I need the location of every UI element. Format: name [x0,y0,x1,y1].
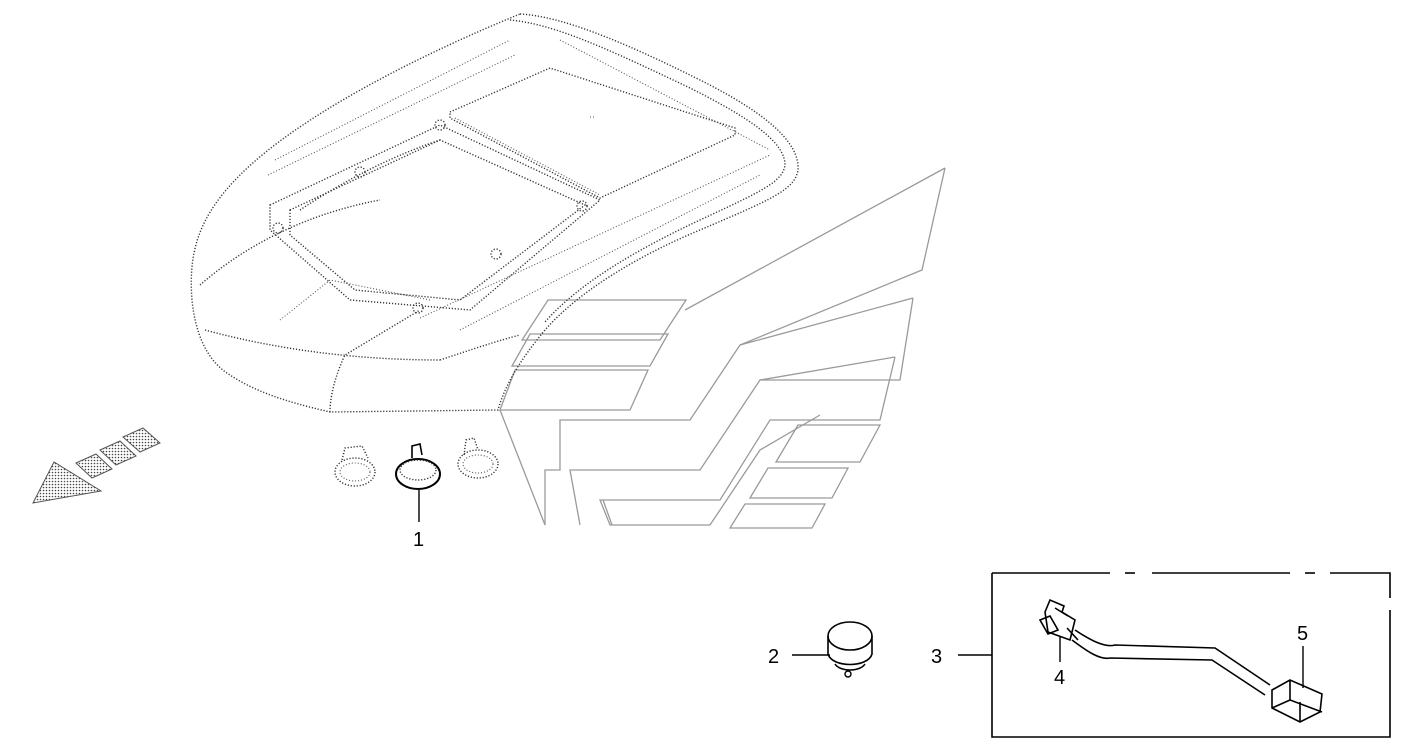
callout-3: 3 [931,646,942,668]
connector-b [1271,679,1323,723]
wiring-harness [1066,627,1271,696]
leader-lines [418,490,1304,688]
roof-housing [190,13,799,413]
lamp-right [457,437,499,479]
clamp [827,621,873,678]
callout-4: 4 [1054,667,1065,689]
lamp-lens [395,443,441,490]
kit-box [991,572,1391,738]
connector-a [1038,598,1076,642]
arrow-down-left-icon [32,427,161,504]
callout-5: 5 [1297,623,1308,645]
callout-2: 2 [768,646,779,668]
logo-watermark [499,167,946,529]
callout-1: 1 [413,529,424,551]
lamp-left [334,445,376,487]
